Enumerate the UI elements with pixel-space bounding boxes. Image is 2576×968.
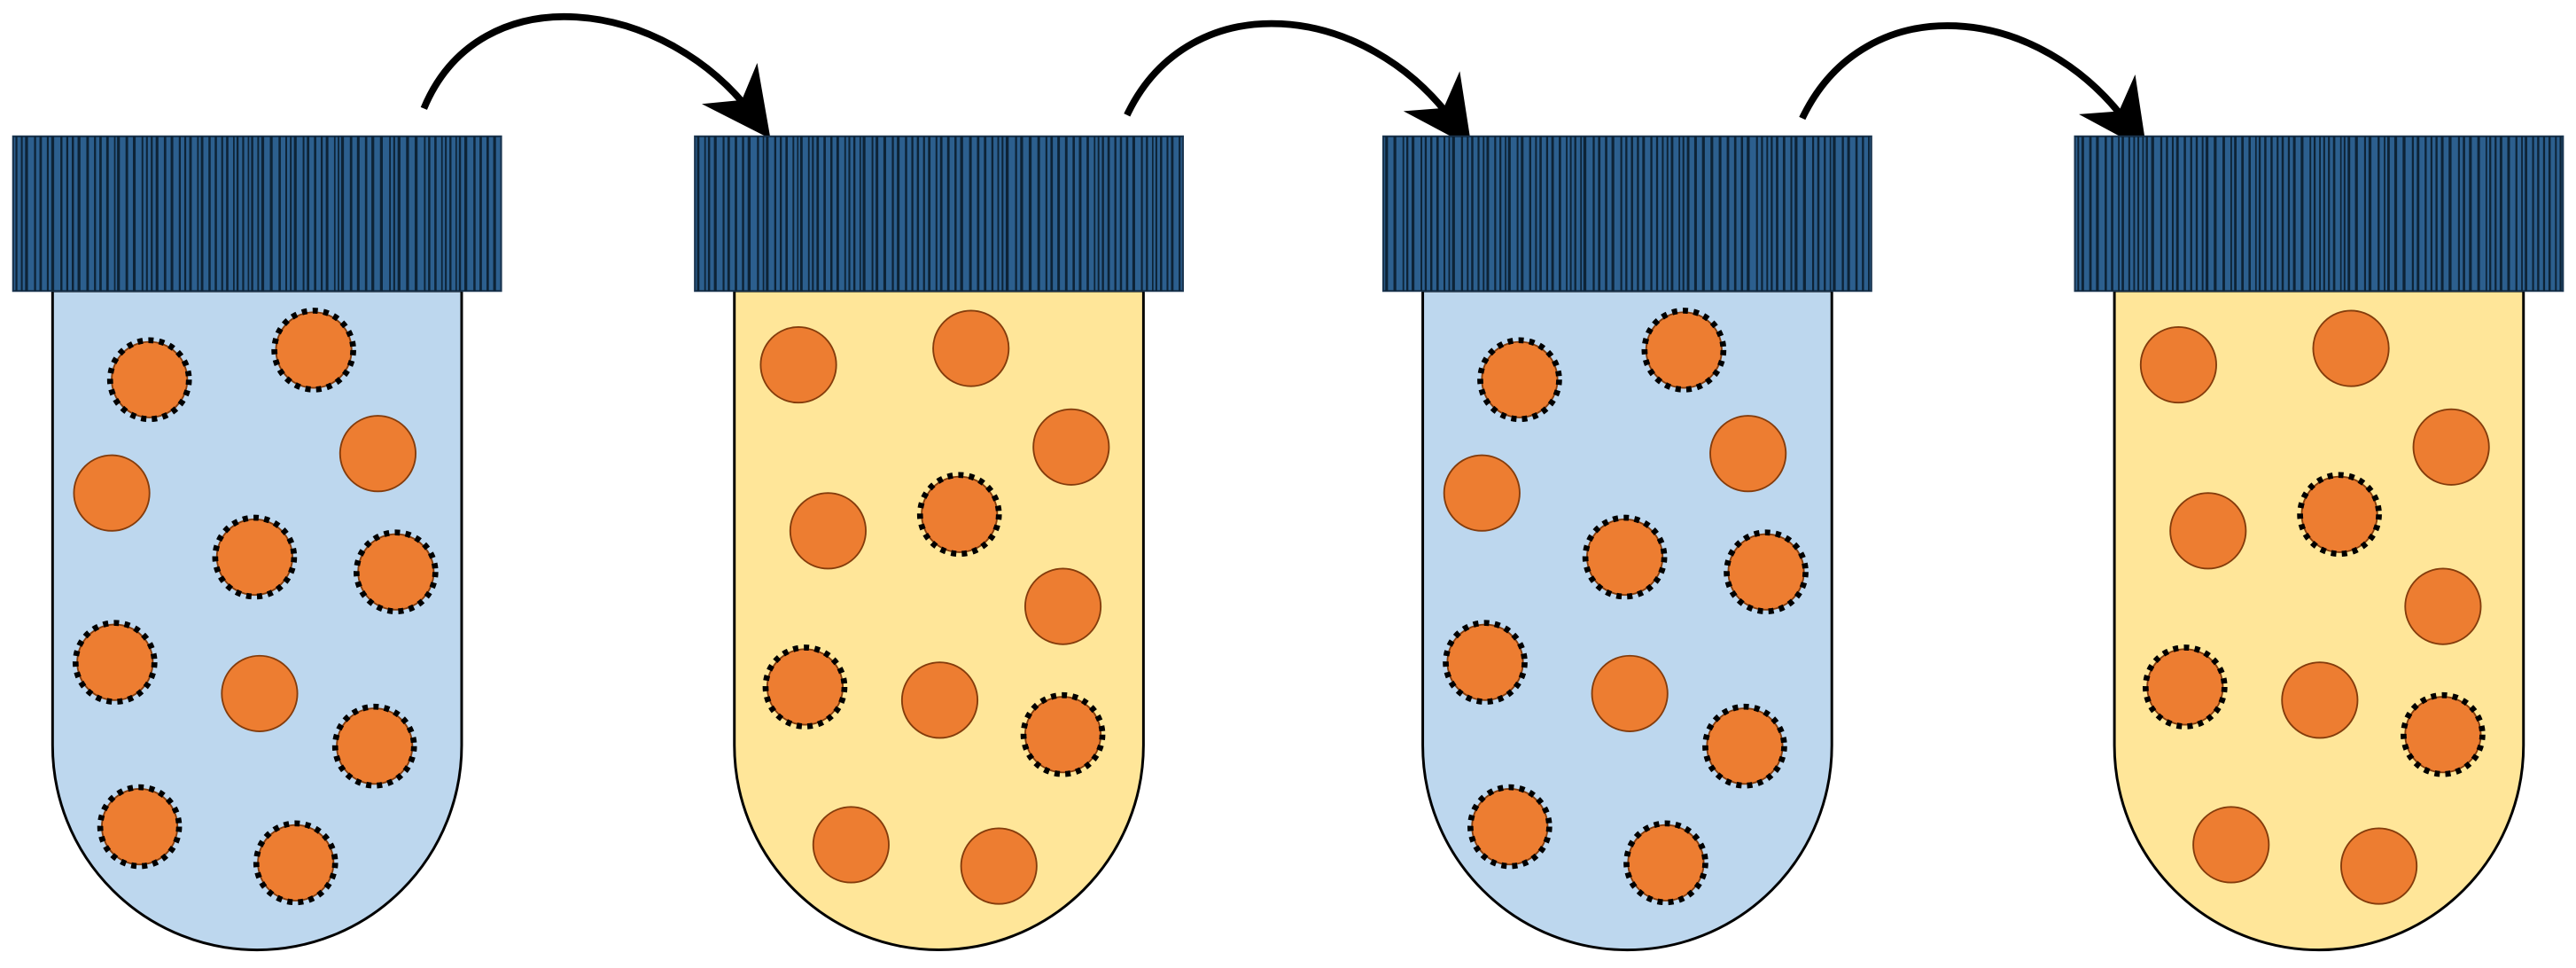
bead [2340, 827, 2418, 905]
transfer-arrows [420, 12, 2147, 152]
bead-dotted-ring [72, 620, 158, 705]
bead [2281, 661, 2359, 739]
tube-cap [12, 135, 502, 293]
bead-dotted-ring [762, 644, 848, 730]
bead-dotted-ring [1623, 820, 1708, 906]
bead-dotted-ring [2401, 691, 2486, 777]
tube-1 [12, 135, 502, 952]
bead [900, 661, 979, 739]
bead-dotted-ring [2297, 472, 2382, 558]
bead-dotted-ring [253, 820, 339, 906]
bead-dotted-ring [1467, 784, 1553, 870]
tube-3 [1381, 135, 1872, 952]
bead-dotted-ring [1020, 691, 1106, 777]
tube-cap [1381, 135, 1872, 293]
bead-dotted-ring [1582, 514, 1668, 600]
bead [339, 415, 416, 493]
tube-4 [2074, 135, 2564, 952]
bead-dotted-ring [353, 529, 439, 615]
bead-dotted-ring [916, 472, 1002, 558]
cap-body [2074, 135, 2564, 293]
bead [2412, 408, 2490, 486]
bead [2139, 326, 2217, 404]
bead-dotted-ring [2142, 644, 2228, 730]
bead-dotted-ring [1477, 337, 1562, 423]
bead [1032, 408, 1110, 486]
tube-cap [2074, 135, 2564, 293]
transfer-arrow [420, 12, 771, 139]
bead [2169, 492, 2247, 570]
bead [2312, 309, 2390, 387]
bead-dotted-ring [331, 703, 417, 789]
bead [2404, 567, 2482, 645]
bead [221, 654, 299, 732]
transfer-arrow [1799, 22, 2147, 152]
bead [1023, 567, 1102, 645]
bead [73, 454, 151, 532]
bead-dotted-ring [1702, 703, 1787, 789]
bead [789, 492, 867, 570]
bead [812, 806, 890, 884]
cap-body [694, 135, 1184, 293]
bead [759, 326, 837, 404]
bead-dotted-ring [1443, 620, 1528, 705]
bead-dotted-ring [212, 514, 298, 600]
tube-2 [694, 135, 1184, 952]
bead [1709, 415, 1787, 493]
bead [932, 309, 1010, 387]
bead-dotted-ring [106, 337, 192, 423]
bead-dotted-ring [1724, 529, 1809, 615]
bead-dotted-ring [1641, 308, 1727, 393]
bead-dotted-ring [97, 784, 183, 870]
bead [2192, 806, 2270, 884]
bead [1443, 454, 1521, 532]
bead-dotted-ring [271, 308, 356, 393]
bead [1591, 654, 1669, 732]
cap-body [12, 135, 502, 293]
tubes [12, 135, 2564, 952]
tube-cap [694, 135, 1184, 293]
transfer-arrow [1124, 20, 1472, 148]
bead [960, 827, 1038, 905]
